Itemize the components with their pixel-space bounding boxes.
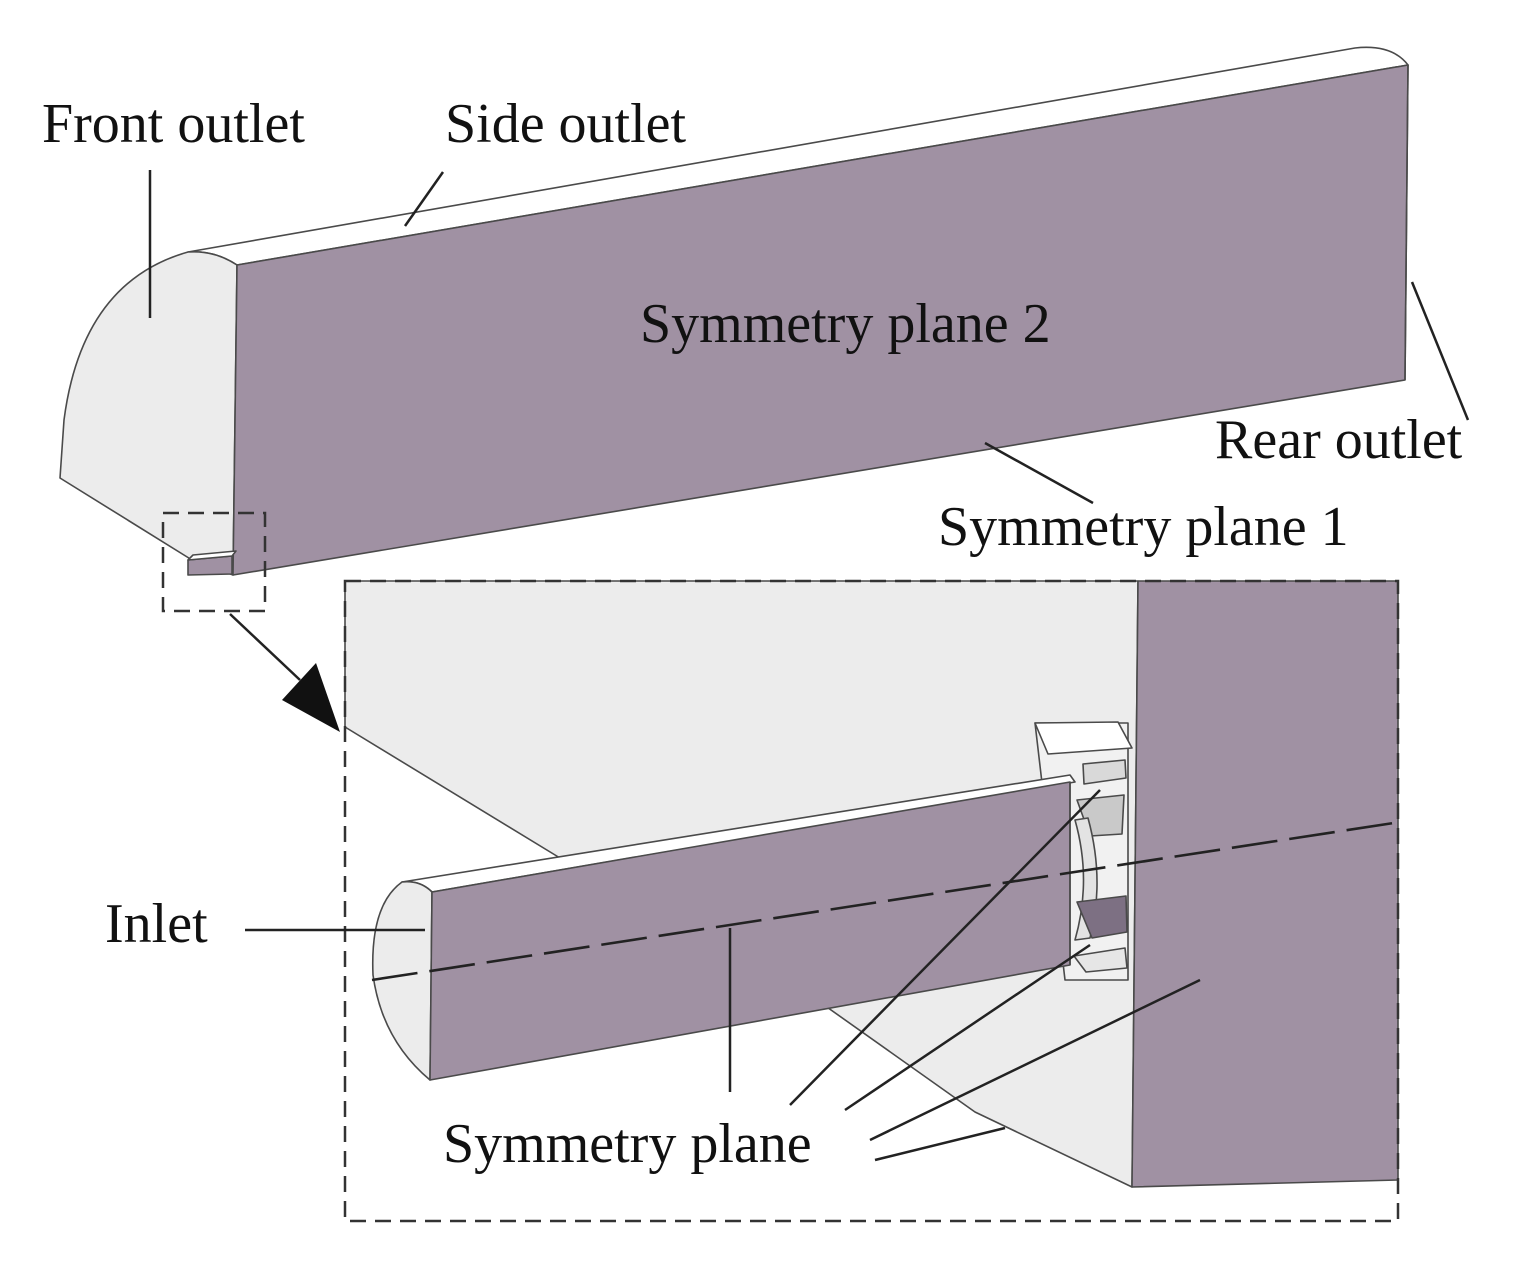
- inlet-stub-top: [187, 550, 237, 561]
- front-outlet-face: [59, 250, 238, 576]
- zoom-source-box: [161, 511, 267, 613]
- label-rear-outlet: Rear outlet: [1215, 409, 1463, 471]
- label-symmetry-plane: Symmetry plane: [443, 1113, 812, 1175]
- leader-rear-outlet: [1410, 281, 1470, 421]
- nozzle-slab-1: [1082, 759, 1127, 785]
- label-symmetry-plane-1: Symmetry plane 1: [938, 496, 1349, 558]
- label-front-outlet: Front outlet: [42, 93, 305, 155]
- label-symmetry-plane-2: Symmetry plane 2: [640, 293, 1051, 355]
- zoom-detail: [344, 580, 1401, 1188]
- nozzle-slab-3: [1076, 895, 1128, 939]
- leader-symmetry-plane-1: [984, 441, 1094, 505]
- leader-lines: [148, 170, 1470, 1162]
- leader-side-outlet: [403, 171, 445, 227]
- label-inlet: Inlet: [105, 893, 208, 955]
- leader-sym-d: [869, 978, 1201, 1142]
- label-side-outlet: Side outlet: [445, 93, 687, 155]
- leader-sym-e: [874, 1126, 1006, 1162]
- zoom-detail-frame: [343, 579, 1400, 1223]
- inlet-face: [371, 880, 433, 1081]
- nozzle-gap-top: [1034, 721, 1133, 755]
- detail-symmetry-block-face: [1131, 580, 1399, 1188]
- full-domain-body: [59, 46, 1409, 576]
- leader-sym-b: [789, 789, 1101, 1106]
- nozzle-slab-4: [1073, 947, 1128, 973]
- zoom-arrow: [229, 613, 340, 732]
- rear-outlet-edge: [1404, 64, 1409, 381]
- leader-sym-c: [844, 943, 1091, 1112]
